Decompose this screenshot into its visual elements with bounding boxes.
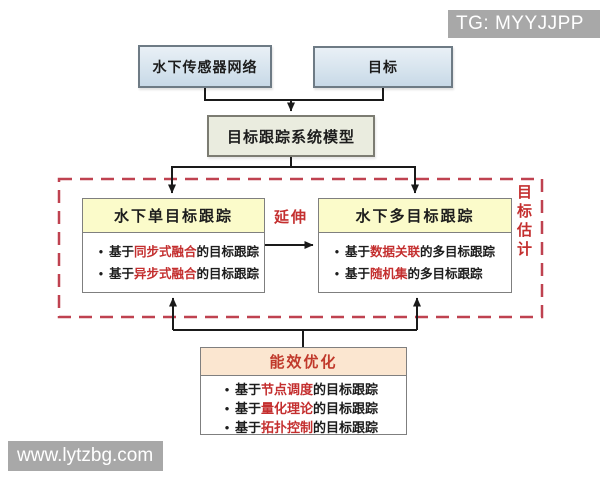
estimation-dashed-region [57,177,544,319]
watermark-bottom-left: www.lytzbg.com [8,441,163,471]
list-item: • 基于量化理论的目标跟踪 [219,399,402,418]
single-target-list: • 基于同步式融合的目标跟踪 • 基于异步式融合的目标跟踪 [83,233,264,285]
energy-optimization-list: • 基于节点调度的目标跟踪 • 基于量化理论的目标跟踪 • 基于拓扑控制的目标跟… [201,376,406,437]
list-item-text: 基于数据关联的多目标跟踪 [345,245,496,259]
multi-target-list: • 基于数据关联的多目标跟踪 • 基于随机集的多目标跟踪 [319,233,511,285]
estimation-side-label: 目标估计 [515,184,531,260]
list-item-text: 基于随机集的多目标跟踪 [345,267,483,281]
tracking-model-box: 目标跟踪系统模型 [207,115,375,157]
bullet-dot: • [334,245,340,259]
multi-target-box: 水下多目标跟踪 • 基于数据关联的多目标跟踪 • 基于随机集的多目标跟踪 [318,198,512,293]
list-item: • 基于异步式融合的目标跟踪 [93,263,260,285]
single-target-title: 水下单目标跟踪 [83,199,264,233]
energy-optimization-title: 能效优化 [201,348,406,376]
watermark-top-right: TG: MYYJJPP [448,10,600,38]
list-item: • 基于拓扑控制的目标跟踪 [219,418,402,437]
list-item: • 基于同步式融合的目标跟踪 [93,241,260,263]
single-target-box: 水下单目标跟踪 • 基于同步式融合的目标跟踪 • 基于异步式融合的目标跟踪 [82,198,265,293]
list-item-text: 基于节点调度的目标跟踪 [235,382,379,397]
bullet-dot: • [224,401,230,416]
target-box: 目标 [313,46,453,88]
bullet-dot: • [98,245,104,259]
energy-optimization-box: 能效优化 • 基于节点调度的目标跟踪 • 基于量化理论的目标跟踪 • 基于拓扑控… [200,347,407,435]
sensor-network-box: 水下传感器网络 [138,45,272,88]
list-item-text: 基于异步式融合的目标跟踪 [109,267,260,281]
list-item-text: 基于同步式融合的目标跟踪 [109,245,260,259]
bullet-dot: • [98,267,104,281]
list-item: • 基于节点调度的目标跟踪 [219,380,402,399]
list-item-text: 基于量化理论的目标跟踪 [235,401,379,416]
list-item: • 基于随机集的多目标跟踪 [329,263,507,285]
list-item: • 基于数据关联的多目标跟踪 [329,241,507,263]
bullet-dot: • [224,420,230,435]
bullet-dot: • [334,267,340,281]
extend-label: 延伸 [273,210,308,226]
list-item-text: 基于拓扑控制的目标跟踪 [235,420,379,435]
bullet-dot: • [224,382,230,397]
multi-target-title: 水下多目标跟踪 [319,199,511,233]
